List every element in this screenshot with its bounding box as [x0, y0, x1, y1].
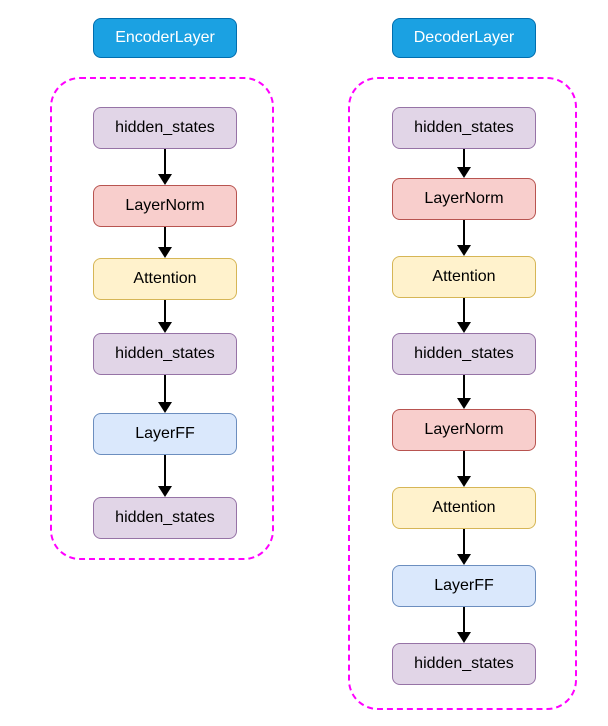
decoder-node-hidden-states-3: hidden_states	[392, 643, 536, 685]
decoder-node-layernorm-1: LayerNorm	[392, 178, 536, 220]
encoder-node-hidden-states-1: hidden_states	[93, 107, 237, 149]
encoder-arrow-2	[164, 227, 166, 247]
encoder-arrow-4	[164, 375, 166, 402]
decoder-node-layernorm-2: LayerNorm	[392, 409, 536, 451]
encoder-node-hidden-states-3: hidden_states	[93, 497, 237, 539]
decoder-arrow-1	[463, 149, 465, 167]
decoder-arrow-2	[463, 220, 465, 245]
encoder-arrow-3	[164, 300, 166, 322]
encoder-node-layerff: LayerFF	[93, 413, 237, 455]
decoder-arrow-5	[463, 451, 465, 476]
decoder-node-hidden-states-2: hidden_states	[392, 333, 536, 375]
decoder-arrow-6	[463, 529, 465, 554]
decoder-container	[348, 77, 577, 710]
encoder-container	[50, 77, 274, 560]
decoder-node-attention-2: Attention	[392, 487, 536, 529]
encoder-node-attention: Attention	[93, 258, 237, 300]
decoder-arrow-3	[463, 298, 465, 322]
encoder-arrow-1	[164, 149, 166, 174]
decoder-arrow-4	[463, 375, 465, 398]
decoder-node-attention-1: Attention	[392, 256, 536, 298]
decoder-layer-header: DecoderLayer	[392, 18, 536, 58]
decoder-node-hidden-states-1: hidden_states	[392, 107, 536, 149]
encoder-arrow-5	[164, 455, 166, 486]
encoder-node-layernorm: LayerNorm	[93, 185, 237, 227]
decoder-arrow-7	[463, 607, 465, 632]
encoder-node-hidden-states-2: hidden_states	[93, 333, 237, 375]
decoder-node-layerff: LayerFF	[392, 565, 536, 607]
encoder-layer-header: EncoderLayer	[93, 18, 237, 58]
